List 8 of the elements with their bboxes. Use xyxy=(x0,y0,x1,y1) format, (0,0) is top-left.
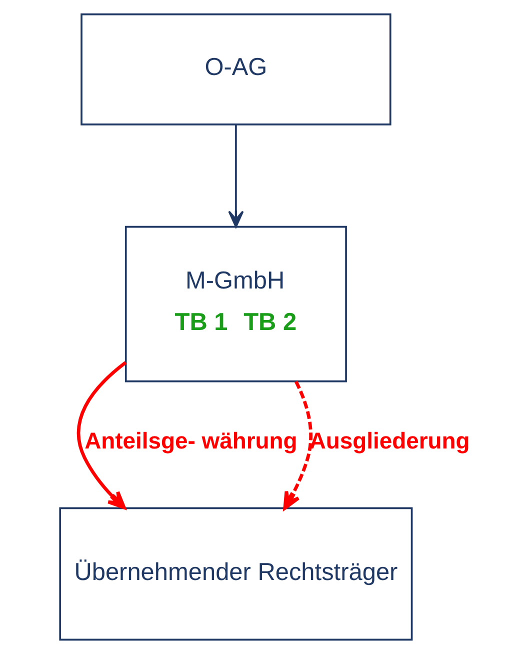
arrow xyxy=(76,361,127,510)
arrow xyxy=(228,124,244,228)
arrow xyxy=(283,380,312,510)
edge-label: Ausgliederung xyxy=(309,428,470,454)
node-box: M-GmbH TB 1 TB 2 xyxy=(124,226,347,382)
edge-label: Anteilsge- währung xyxy=(84,428,298,454)
node-box: O-AG xyxy=(80,13,392,126)
node-box: Übernehmender Rechtsträger xyxy=(59,507,413,641)
